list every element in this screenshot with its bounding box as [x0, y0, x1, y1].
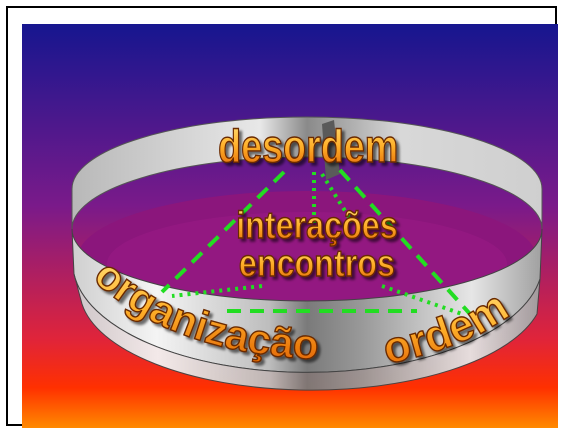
ring-twist	[322, 120, 340, 180]
dotted-edge-to-right	[381, 284, 463, 316]
label-desordem: desordem	[218, 120, 398, 171]
label-interacoes: interações	[236, 205, 398, 247]
ring-front-lower	[73, 273, 541, 391]
diagram-frame: desordem interações encontros organizaçã…	[6, 6, 558, 428]
diagram-canvas: desordem interações encontros organizaçã…	[22, 24, 558, 428]
dashed-edge-left	[160, 170, 286, 294]
label-encontros: encontros	[239, 243, 395, 285]
connection-triangle	[160, 168, 472, 316]
dashed-edge-right	[338, 168, 472, 316]
ring-inner-shade	[107, 212, 507, 316]
dotted-edge-top-right	[320, 172, 354, 224]
